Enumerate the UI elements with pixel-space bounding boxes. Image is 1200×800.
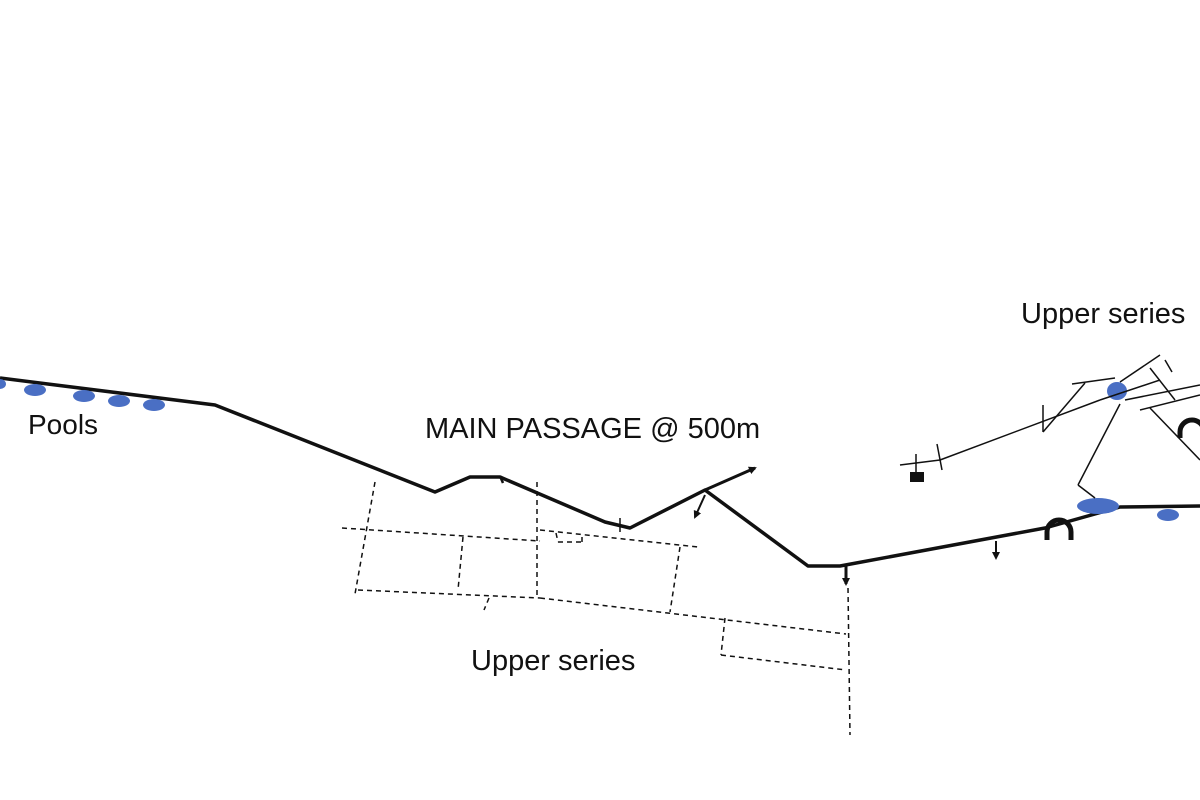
upper-series-bottom-label: Upper series (471, 645, 636, 677)
arrow-icon (704, 466, 757, 492)
station-marker-icon (910, 472, 924, 482)
main-passage-label: MAIN PASSAGE @ 500m (425, 413, 761, 445)
pool-icon (0, 379, 6, 389)
main-passage-line (0, 376, 1200, 568)
pool-icon (108, 395, 130, 407)
arrow-icon (693, 494, 706, 519)
pool-icon (143, 399, 165, 411)
upper-series-right-label: Upper series (1021, 298, 1186, 330)
pool-icon (73, 390, 95, 402)
pools-label: Pools (28, 409, 99, 440)
pool-icon (1077, 498, 1119, 514)
pool-icon (24, 384, 46, 396)
arch-icon (1177, 417, 1200, 438)
arch-icon (1044, 517, 1074, 540)
upper-series-right-network (899, 354, 1200, 499)
upper-series-bottom-network (341, 481, 851, 736)
passage-tick (498, 475, 505, 484)
pool-icon (1157, 509, 1179, 521)
